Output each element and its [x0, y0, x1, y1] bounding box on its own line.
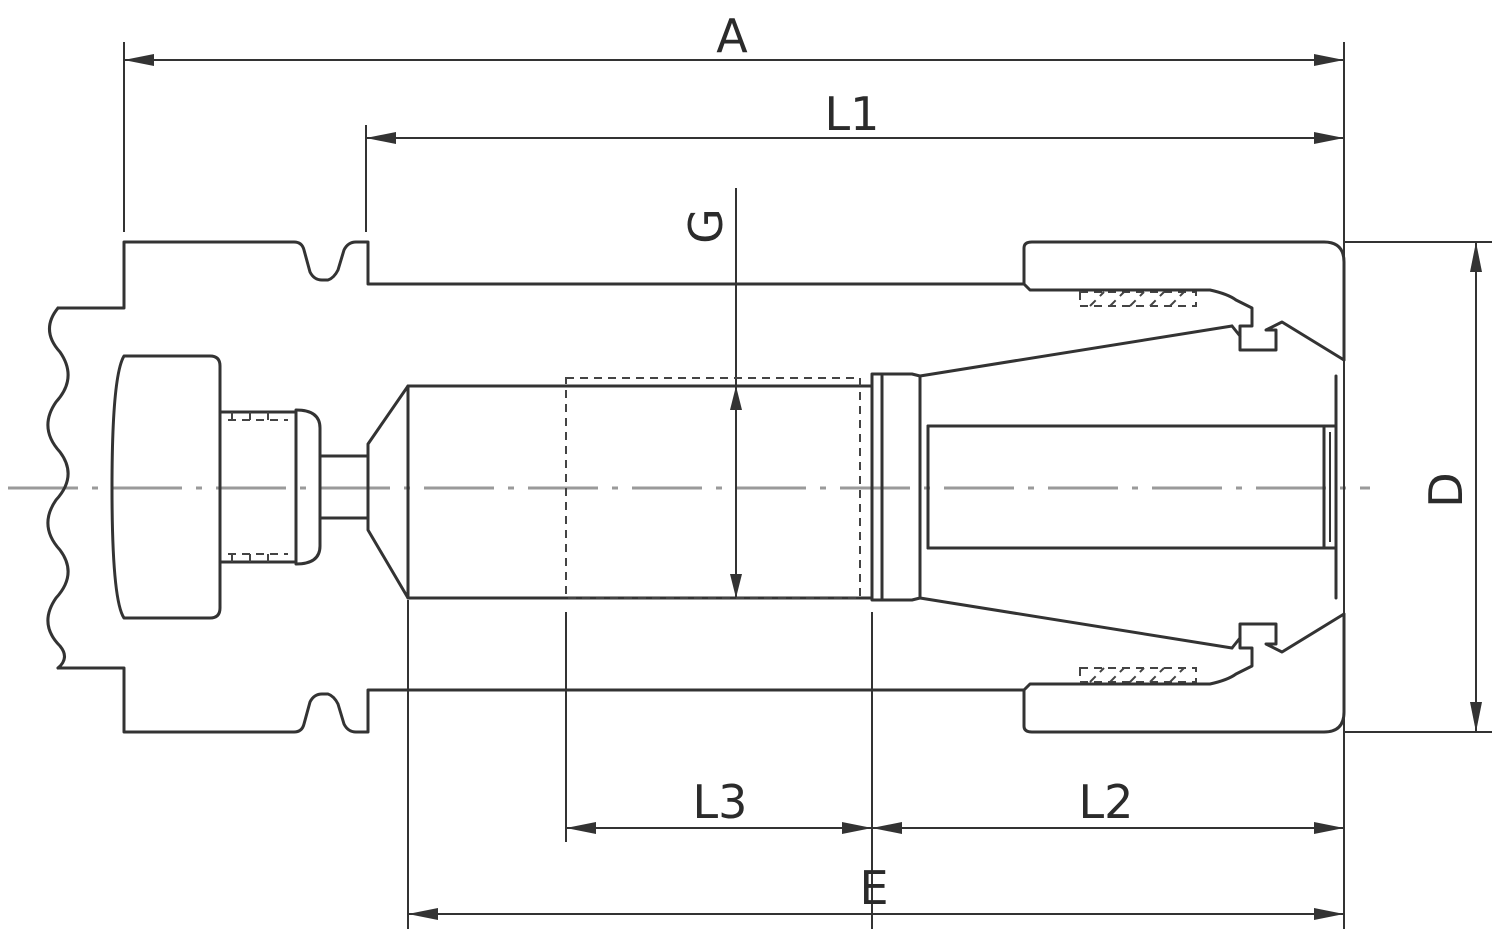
label-G: G: [679, 208, 733, 244]
adjusting-screw: [110, 354, 370, 620]
collet: [918, 324, 1338, 650]
label-L1: L1: [825, 87, 880, 141]
label-L3: L3: [693, 775, 748, 829]
dimension-A: [124, 54, 1344, 66]
tool-shank: [366, 372, 922, 602]
label-D: D: [1419, 472, 1473, 507]
dimension-G: [730, 386, 742, 598]
dimension-E: [408, 908, 1344, 920]
label-E: E: [859, 861, 888, 915]
dimension-L3: [566, 822, 872, 834]
holder-body: [46, 240, 1346, 734]
nut-thread: [1079, 288, 1346, 686]
extension-lines: [123, 42, 1492, 929]
dimension-L1: [366, 132, 1344, 144]
label-A: A: [716, 9, 748, 63]
label-L2: L2: [1079, 775, 1134, 829]
dimension-D: [1470, 242, 1482, 732]
dimension-L2: [872, 822, 1344, 834]
